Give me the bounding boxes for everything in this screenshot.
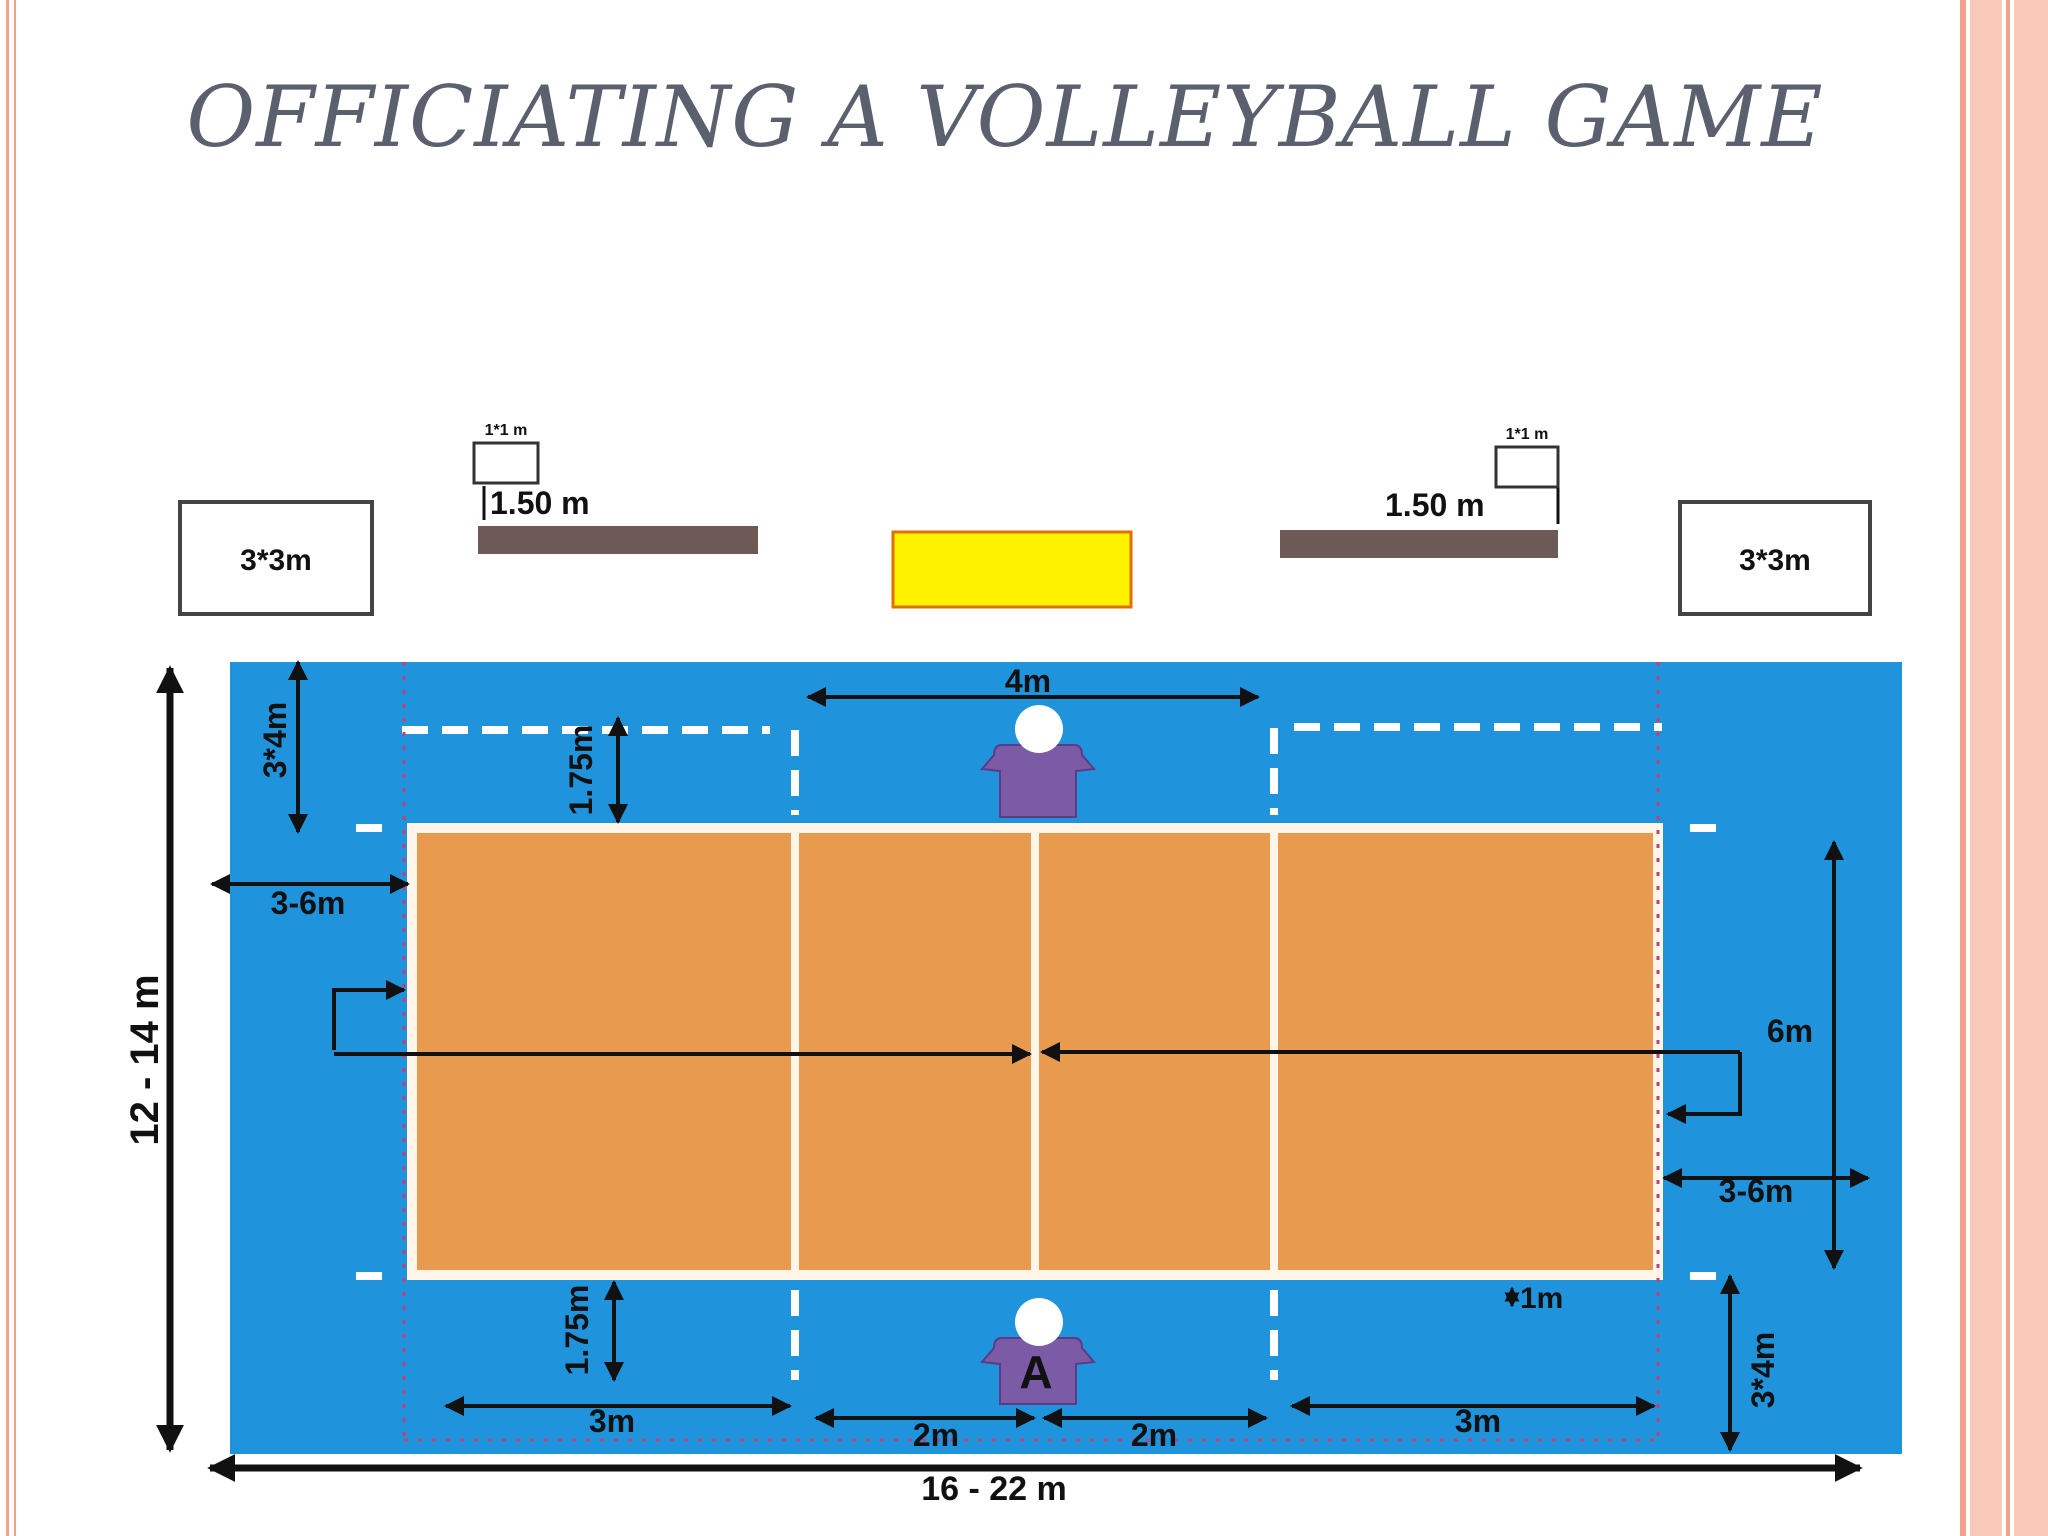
label-2m-right: 2m [1131, 1417, 1177, 1453]
warmup-area-left-label: 3*3m [240, 544, 312, 577]
frame-line-inner [14, 0, 16, 1536]
label-back-zone-right: 3*4m [1745, 1332, 1781, 1409]
label-175-bottom: 1.75m [559, 1285, 595, 1376]
frame-stripe-1 [1960, 0, 1966, 1536]
dashed-zone-lines [356, 723, 1720, 1380]
label-3m-left: 3m [589, 1403, 635, 1439]
frame-stripe-2 [1970, 0, 2002, 1536]
dotted-boundary-lines [402, 662, 1660, 1442]
frame-stripe-3 [2006, 0, 2010, 1536]
penalty-area-right-label: 1*1 m [1506, 426, 1549, 443]
label-1m: 1m [1520, 1282, 1563, 1315]
label-175-top: 1.75m [563, 725, 599, 816]
scorers-table [891, 530, 1133, 609]
slide-frame-left [0, 0, 22, 1536]
label-back-zone-left: 3*4m [257, 702, 293, 779]
referee-letter: A [1019, 1346, 1052, 1398]
team-bench-right [1280, 530, 1558, 558]
label-total-width: 12 - 14 m [123, 974, 167, 1145]
label-3m-right: 3m [1455, 1403, 1501, 1439]
team-bench-left [478, 526, 758, 554]
slide-title: OFFICIATING A VOLLEYBALL GAME [186, 68, 1824, 166]
frame-line-outer [6, 0, 9, 1536]
dimension-arrows [156, 660, 1870, 1482]
penalty-area-right [1494, 445, 1560, 489]
label-total-length: 16 - 22 m [921, 1470, 1067, 1508]
bench-left-label: 1.50 m [490, 485, 590, 521]
label-4m: 4m [1005, 663, 1051, 699]
label-2m-left: 2m [913, 1417, 959, 1453]
penalty-area-left [472, 441, 540, 485]
frame-stripe-4 [2014, 0, 2048, 1536]
label-free-zone-right: 3-6m [1719, 1173, 1794, 1209]
label-6m: 6m [1767, 1013, 1813, 1049]
label-free-zone-left: 3-6m [271, 885, 346, 921]
warmup-area-left [178, 500, 374, 616]
bench-right-label: 1.50 m [1385, 487, 1485, 523]
warmup-area-right-label: 3*3m [1739, 544, 1811, 577]
second-referee: A [980, 1298, 1096, 1405]
slide-frame-right [1960, 0, 2048, 1536]
penalty-area-left-label: 1*1 m [485, 422, 528, 439]
warmup-area-right [1678, 500, 1872, 616]
dimension-labels: 4m 3*4m 1.75m 3-6m 12 - 14 m 6m 3-6m 3*4… [123, 663, 1813, 1508]
first-referee [980, 705, 1096, 818]
